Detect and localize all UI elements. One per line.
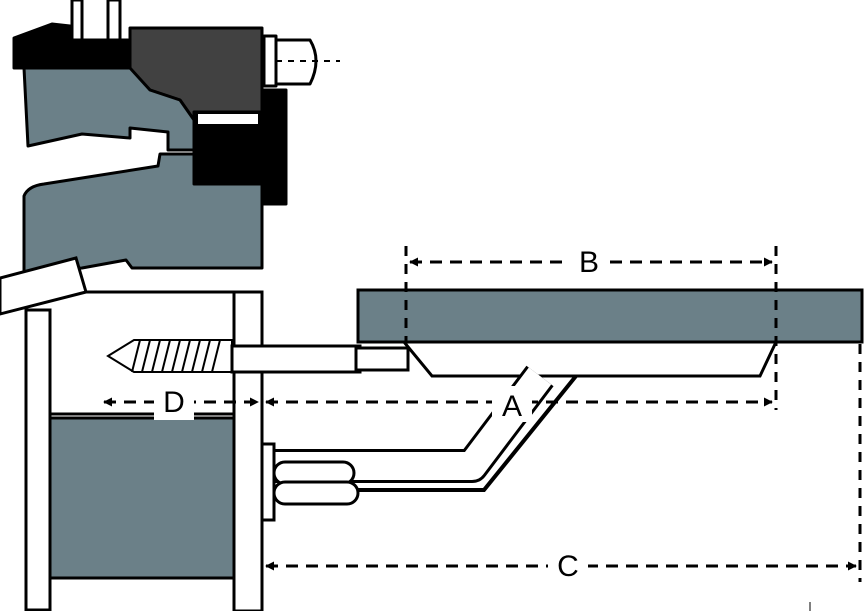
dimension-label-d: D xyxy=(163,386,185,419)
screw xyxy=(106,339,410,374)
bolt-head xyxy=(274,38,318,86)
angled-arm xyxy=(0,256,88,316)
top-pin-right xyxy=(106,0,122,44)
housing-assembly xyxy=(12,0,318,274)
shelf-bracket-foot xyxy=(400,340,779,378)
dimension-label-b: B xyxy=(579,246,599,279)
dimension-label-a: A xyxy=(502,390,522,423)
mid-clamp-slot xyxy=(198,114,258,124)
lower-body xyxy=(22,152,264,274)
top-left-cap xyxy=(12,22,72,70)
left-post xyxy=(24,308,52,611)
tube-end-lower xyxy=(272,480,360,506)
screw-sleeve-tip xyxy=(354,346,410,372)
bolt-collar xyxy=(262,34,278,88)
upper-body xyxy=(22,66,196,152)
top-pin-socket xyxy=(68,38,130,68)
right-post xyxy=(232,290,264,611)
screw-sleeve xyxy=(230,344,362,374)
dimension-label-c: C xyxy=(557,550,579,583)
top-pin-left xyxy=(70,0,84,44)
tube-flange xyxy=(260,442,276,522)
shelf-plate xyxy=(356,288,864,344)
screw-threads xyxy=(131,339,221,373)
right-clamp xyxy=(260,88,288,206)
lower-block xyxy=(48,416,236,580)
